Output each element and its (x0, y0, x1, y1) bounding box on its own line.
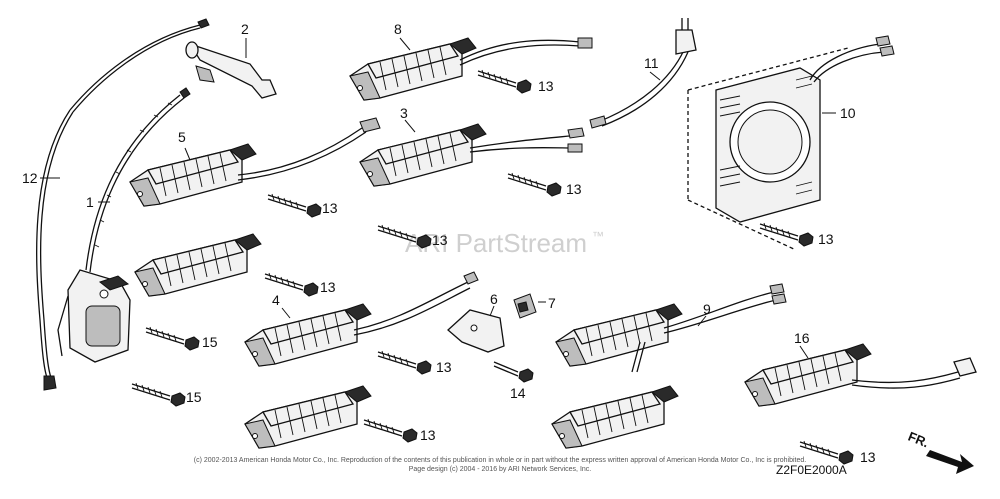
callout-13-g: 13 (436, 359, 452, 375)
part-16-coil (744, 343, 977, 407)
bolt-14 (493, 361, 534, 383)
leader-4 (281, 307, 291, 319)
watermark-tm: ™ (592, 229, 604, 243)
bolt-15-b (131, 382, 186, 407)
leader-6 (489, 305, 495, 317)
part-3-coil (359, 123, 585, 187)
part-4-coil (244, 271, 479, 367)
leader-11 (649, 71, 661, 81)
bolt-13-g (377, 350, 432, 375)
callout-3: 3 (400, 105, 408, 121)
callout-6: 6 (490, 291, 498, 307)
part-2-plug-cap (185, 41, 277, 99)
callout-12: 12 (22, 170, 38, 186)
callout-5: 5 (178, 129, 186, 145)
bolt-13-a (267, 193, 322, 218)
part-12-cable (36, 18, 210, 391)
callout-13-c: 13 (538, 78, 554, 94)
part-11-harness (589, 18, 697, 129)
callout-10: 10 (840, 105, 856, 121)
page-design-notice: Page design (c) 2004 - 2016 by ARI Netwo… (408, 466, 592, 473)
callout-13-e: 13 (432, 232, 448, 248)
callout-15-b: 15 (186, 389, 202, 405)
bolt-13-d (507, 172, 562, 197)
diagram-code: Z2F0E2000A (776, 463, 847, 477)
part-1-ignition-coil (57, 87, 191, 363)
callout-11: 11 (644, 55, 659, 71)
callout-13-h: 13 (420, 427, 436, 443)
leader-3 (404, 119, 416, 133)
callout-13-d: 13 (566, 181, 582, 197)
callout-13-f: 13 (818, 231, 834, 247)
callout-14: 14 (510, 385, 526, 401)
callout-8: 8 (394, 21, 402, 37)
part-9-dual-coil (551, 283, 787, 449)
part-5-coil (129, 117, 381, 207)
watermark-text: ARI PartStream (405, 228, 587, 258)
callout-13-i: 13 (860, 449, 876, 465)
callout-13-b: 13 (320, 279, 336, 295)
bolt-13-f (759, 222, 814, 247)
part-10-stator-assembly (687, 35, 895, 251)
callout-13-a: 13 (322, 200, 338, 216)
coil-mid-left (134, 233, 262, 297)
part-6-bracket (447, 309, 505, 353)
callout-7: 7 (548, 295, 556, 311)
leader-9 (697, 315, 707, 327)
callout-1: 1 (86, 194, 94, 210)
callout-15-a: 15 (202, 334, 218, 350)
copyright-notice: (c) 2002-2013 American Honda Motor Co., … (193, 457, 807, 464)
leader-16 (799, 345, 809, 359)
leader-8 (399, 37, 411, 51)
bolt-13-c (477, 69, 532, 94)
bolt-13-h (363, 418, 418, 443)
part-8-coil (349, 37, 593, 101)
bolt-15-a (145, 326, 200, 351)
leader-5 (184, 147, 191, 161)
front-direction-arrow-icon (926, 450, 974, 474)
callout-2: 2 (241, 21, 249, 37)
callout-16: 16 (794, 330, 810, 346)
callout-4: 4 (272, 292, 280, 308)
part-7-grommet (513, 293, 537, 319)
coil-lower-left (244, 385, 372, 449)
callout-9: 9 (703, 301, 711, 317)
